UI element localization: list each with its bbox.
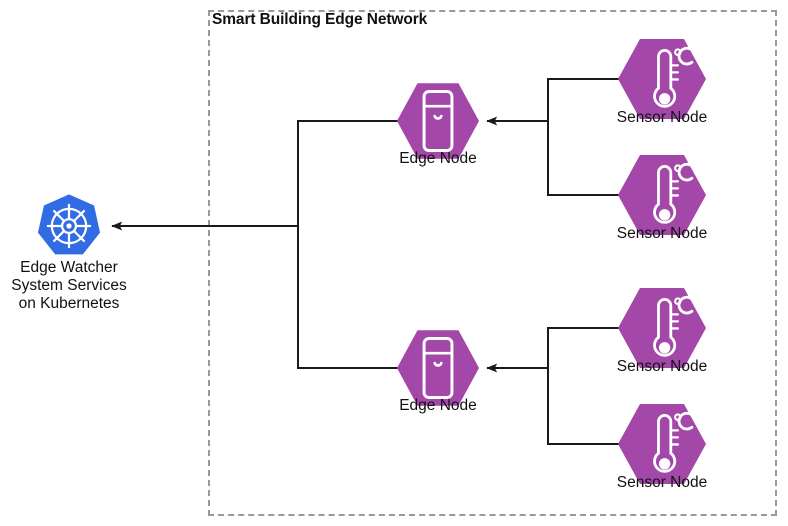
boundary-title: Smart Building Edge Network	[212, 11, 428, 28]
kubernetes-helm-wheel-icon	[36, 193, 102, 259]
thermometer-celsius-icon	[653, 295, 694, 357]
connector-sensors-bottom-to-edge-node-2	[486, 327, 619, 445]
sensor-node-hexagon	[618, 286, 706, 370]
node-sensor-node-2-label: Sensor Node	[616, 225, 708, 242]
edge-node-hexagon	[397, 80, 479, 162]
server-cabinet-icon	[422, 337, 454, 399]
thermometer-celsius-icon	[653, 46, 694, 108]
smart-building-edge-network-boundary	[208, 10, 777, 516]
server-cabinet-icon	[422, 90, 454, 152]
node-sensor-node-3-label: Sensor Node	[616, 358, 708, 375]
thermometer-celsius-icon	[653, 162, 694, 224]
edge-node-hexagon	[397, 327, 479, 409]
thermometer-celsius-icon	[653, 411, 694, 473]
sensor-node-hexagon	[618, 37, 706, 121]
node-edge-node-2-label: Edge Node	[399, 397, 477, 414]
sensor-node-hexagon	[618, 402, 706, 486]
node-kubernetes-label: Edge Watcher System Services on Kubernet…	[11, 259, 127, 312]
node-sensor-node-1-label: Sensor Node	[616, 109, 708, 126]
connector-sensors-top-to-edge-node-1	[486, 78, 619, 196]
connector-edge-nodes-to-kubernetes	[111, 120, 398, 369]
sensor-node-hexagon	[618, 153, 706, 237]
node-edge-node-1-label: Edge Node	[399, 150, 477, 167]
node-sensor-node-4-label: Sensor Node	[616, 474, 708, 491]
